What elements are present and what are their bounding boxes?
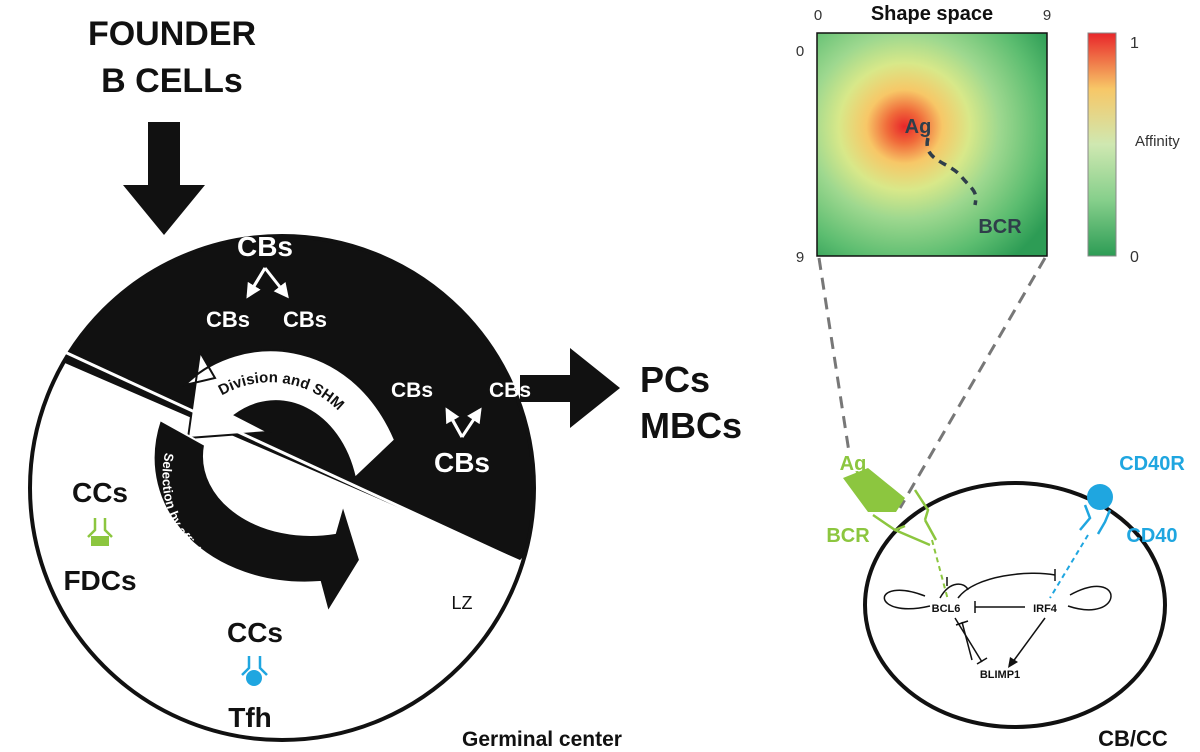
founder-line1: FOUNDER <box>88 15 256 53</box>
affinity-heatmap <box>816 32 1048 257</box>
cell-cd40r-label: CD40R <box>1119 453 1185 475</box>
founder-line2: B CELLs <box>101 62 243 100</box>
irf4-blimp1-arrowhead <box>1008 657 1018 668</box>
cell-panel: Ag BCR CD40R CD40 BCL6 IRF4 BLIMP1 <box>826 453 1185 751</box>
exit-arrow <box>520 348 620 428</box>
bcl6-node: BCL6 <box>932 603 961 615</box>
affinity-colorbar <box>1087 32 1117 257</box>
mutation-path <box>925 137 978 206</box>
tick-y-max: 9 <box>796 249 804 266</box>
germinal-center-outline <box>28 234 536 742</box>
germinal-center-caption: Germinal center <box>462 728 622 751</box>
colorbar-label: Affinity <box>1135 133 1180 150</box>
cd40-ligand-icon <box>1087 484 1113 510</box>
tfh-receptor-icon <box>241 656 268 686</box>
cbs-left: CBs <box>206 307 250 332</box>
ccs-left: CCs <box>72 477 128 508</box>
cbs-mid-bottom: CBs <box>434 447 490 478</box>
cell-cd40-label: CD40 <box>1126 525 1177 547</box>
cell-caption: CB/CC <box>1098 726 1168 751</box>
cell-bcr-label: BCR <box>826 525 870 547</box>
ccs-bottom: CCs <box>227 617 283 648</box>
cbs-right: CBs <box>283 307 327 332</box>
shape-space-title: Shape space <box>871 3 993 25</box>
bcr-signal-line <box>931 539 949 601</box>
selection-arrow <box>152 418 362 615</box>
bcr-receptor-icon <box>872 489 938 547</box>
cd40-receptor-icon <box>1079 504 1112 535</box>
zoom-line-left <box>817 257 851 453</box>
germinal-center: Division and SHM Selection by affinity C… <box>28 15 742 751</box>
cell-ag-label: Ag <box>840 453 867 475</box>
ag-heatmap-label: Ag <box>905 116 932 138</box>
cbs-mid-left: CBs <box>391 379 433 402</box>
lz-label: LZ <box>451 593 472 613</box>
colorbar-max: 1 <box>1130 35 1139 52</box>
colorbar-min: 0 <box>1130 249 1139 266</box>
cell-membrane <box>863 481 1167 729</box>
zoom-line-right <box>898 257 1047 509</box>
mbcs-label: MBCs <box>640 405 742 446</box>
shape-space-panel: Shape space 0 9 0 9 Ag BCR 1 0 Affinity <box>796 3 1180 509</box>
tfh: Tfh <box>228 702 272 733</box>
fdcs: FDCs <box>63 565 136 596</box>
tick-x-min: 0 <box>814 7 822 24</box>
tick-x-max: 9 <box>1043 7 1051 24</box>
irf4-node: IRF4 <box>1033 603 1058 615</box>
founder-arrow <box>123 122 205 235</box>
division-arrow <box>181 348 397 480</box>
grn-edges <box>883 569 1112 665</box>
tick-y-min: 0 <box>796 43 804 60</box>
pcs-label: PCs <box>640 359 710 400</box>
blimp1-node: BLIMP1 <box>980 669 1020 681</box>
antigen-shape <box>843 468 905 512</box>
dz-label: DZ <box>483 569 507 589</box>
fdc-receptor-icon <box>87 518 113 546</box>
cd40-signal-line <box>1049 534 1089 599</box>
cbs-mid-right: CBs <box>489 379 531 402</box>
bcr-heatmap-label: BCR <box>978 216 1022 238</box>
cbs-top: CBs <box>237 231 293 262</box>
